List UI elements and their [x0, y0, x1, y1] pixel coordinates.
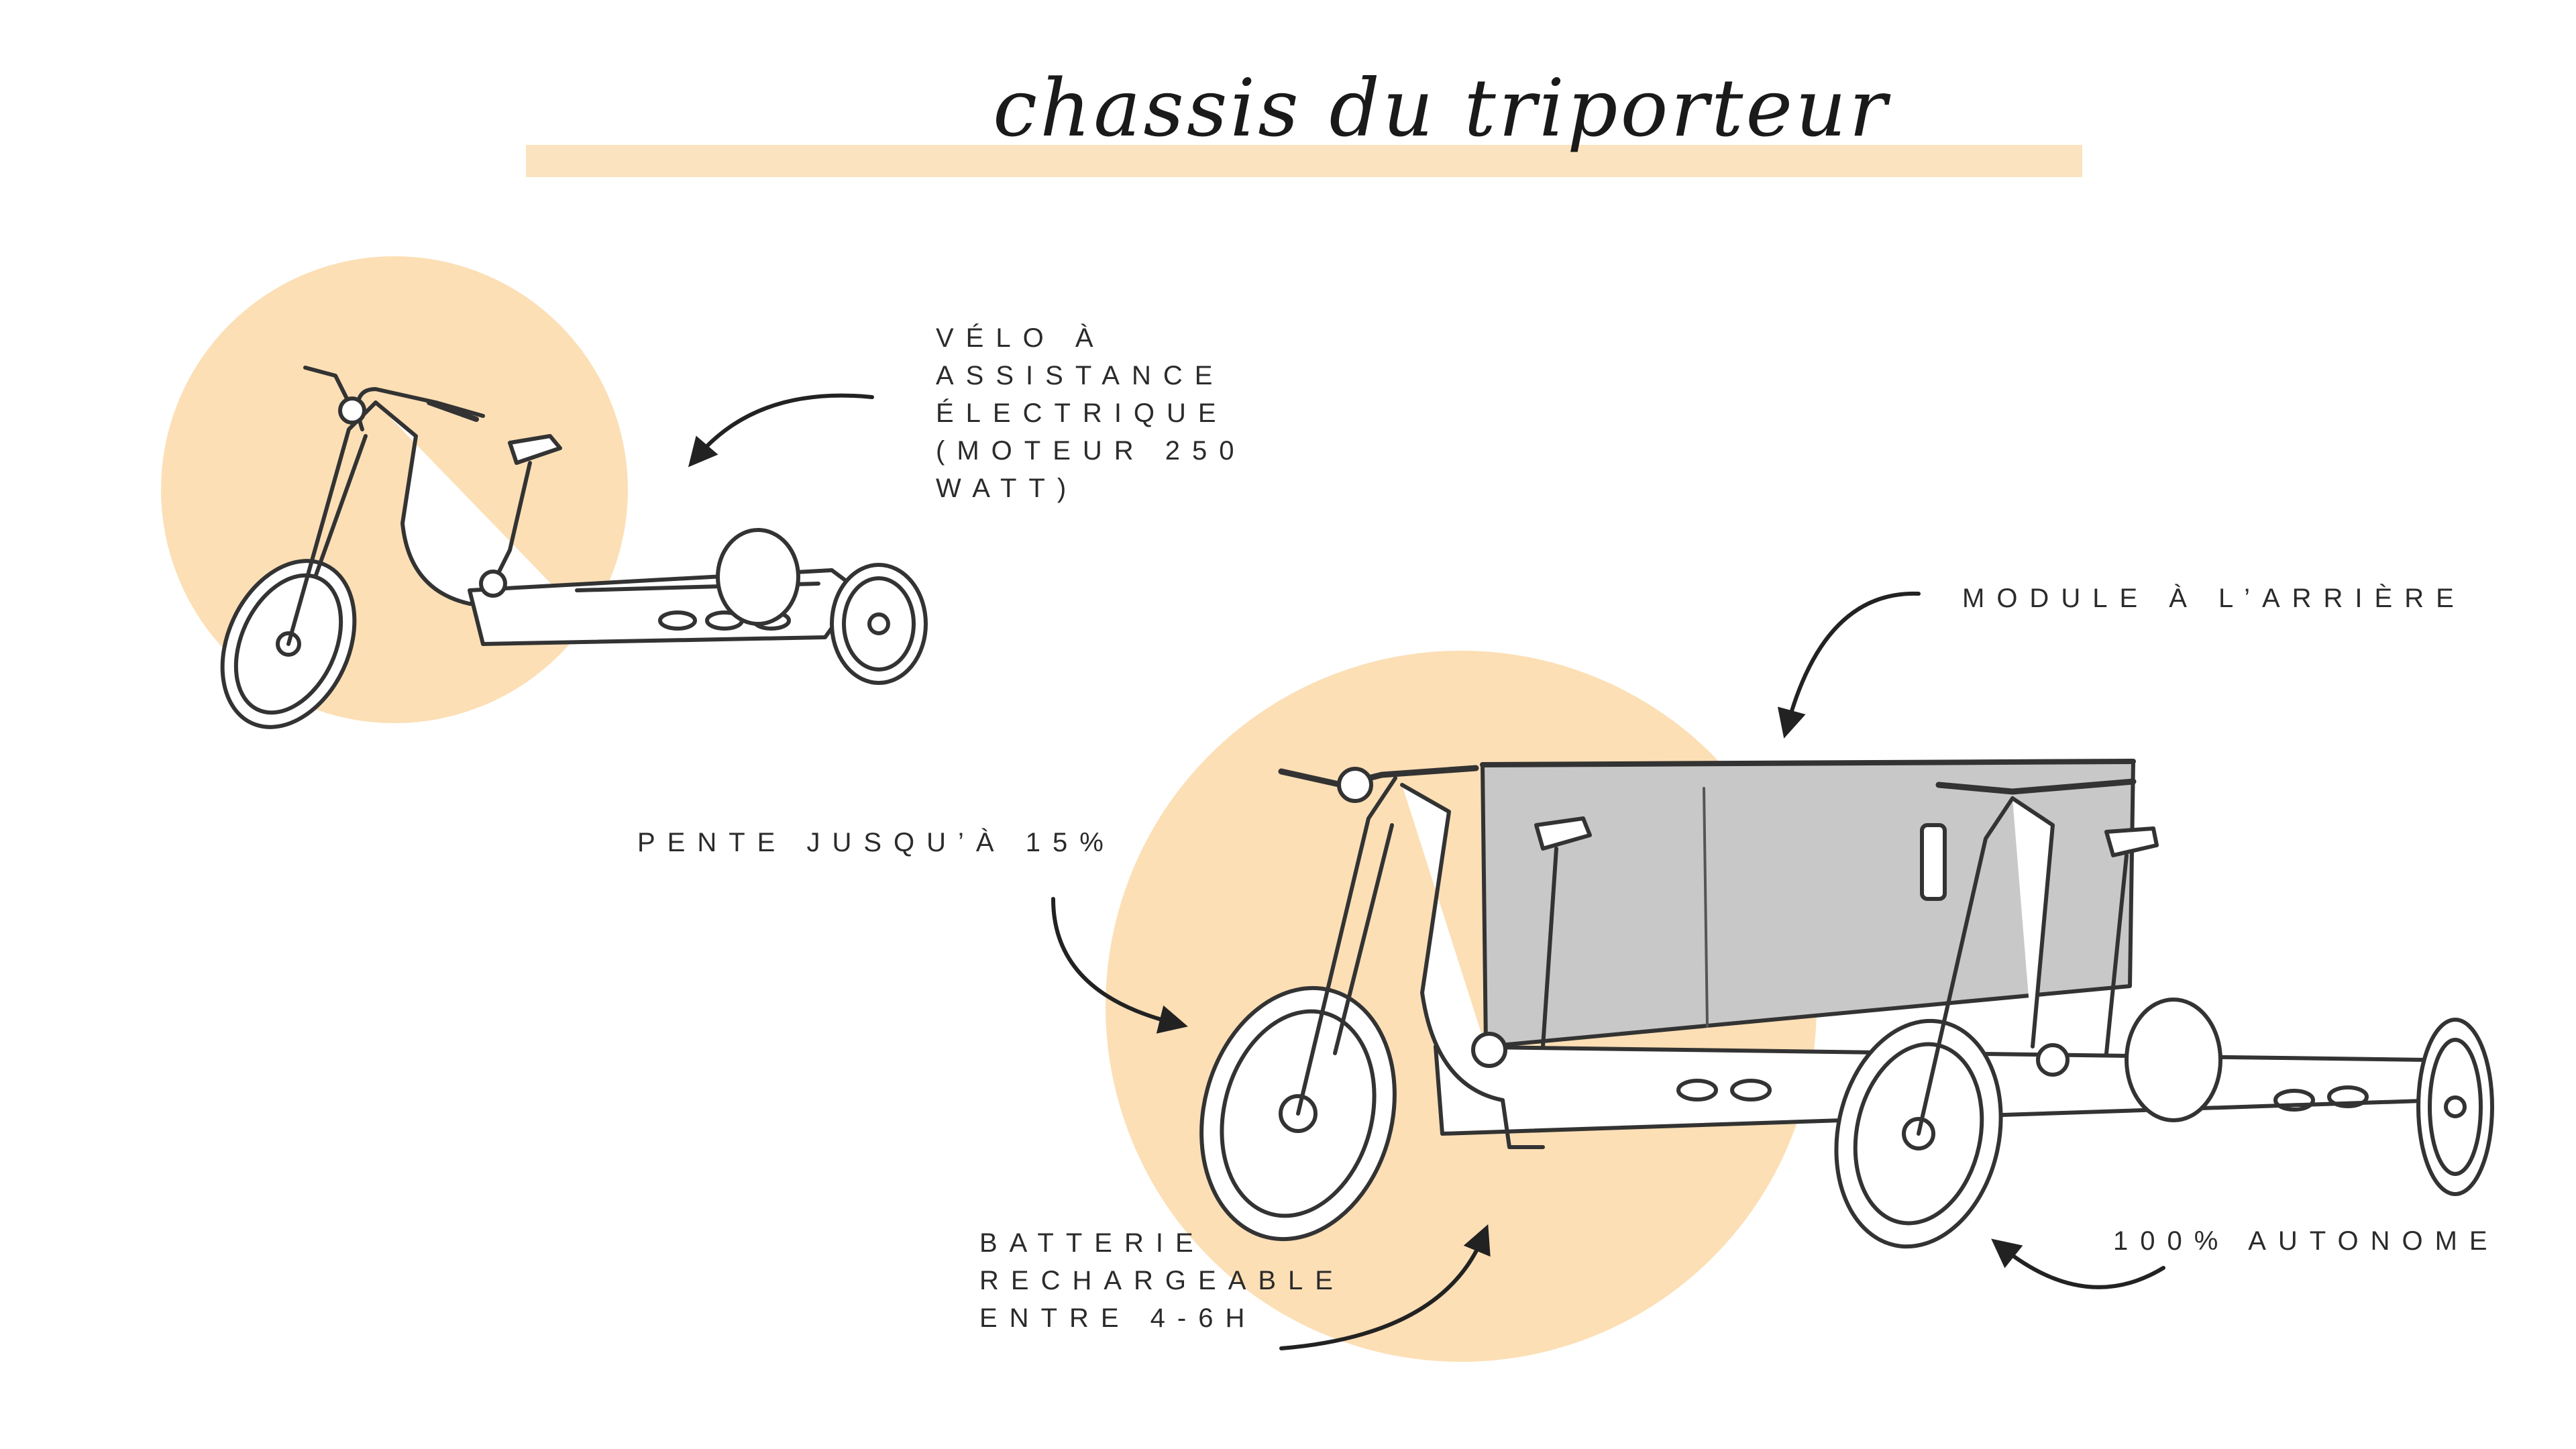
label-velo: VÉLO À ASSISTANCE ÉLECTRIQUE (MOTEUR 250… [936, 323, 1246, 503]
triporteur-with-module-sketch [1199, 759, 2494, 1249]
arrow-module [1777, 591, 1921, 739]
label-module: MODULE À L’ARRIÈRE [1962, 584, 2466, 613]
title-highlight-band [526, 145, 2082, 177]
arrow-autonome [1991, 1238, 2165, 1289]
arrow-pente [1051, 897, 1188, 1034]
arrow-batterie [1279, 1224, 1491, 1350]
arrow-velo [688, 393, 874, 468]
page-title: chassis du triporteur [993, 62, 1890, 154]
label-batterie: BATTERIE RECHARGEABLE ENTRE 4-6H [979, 1228, 1345, 1333]
bike-chassis-sketch [220, 366, 928, 729]
label-pente: PENTE JUSQU’À 15% [637, 828, 1116, 857]
label-autonome: 100% AUTONOME [2113, 1226, 2500, 1256]
